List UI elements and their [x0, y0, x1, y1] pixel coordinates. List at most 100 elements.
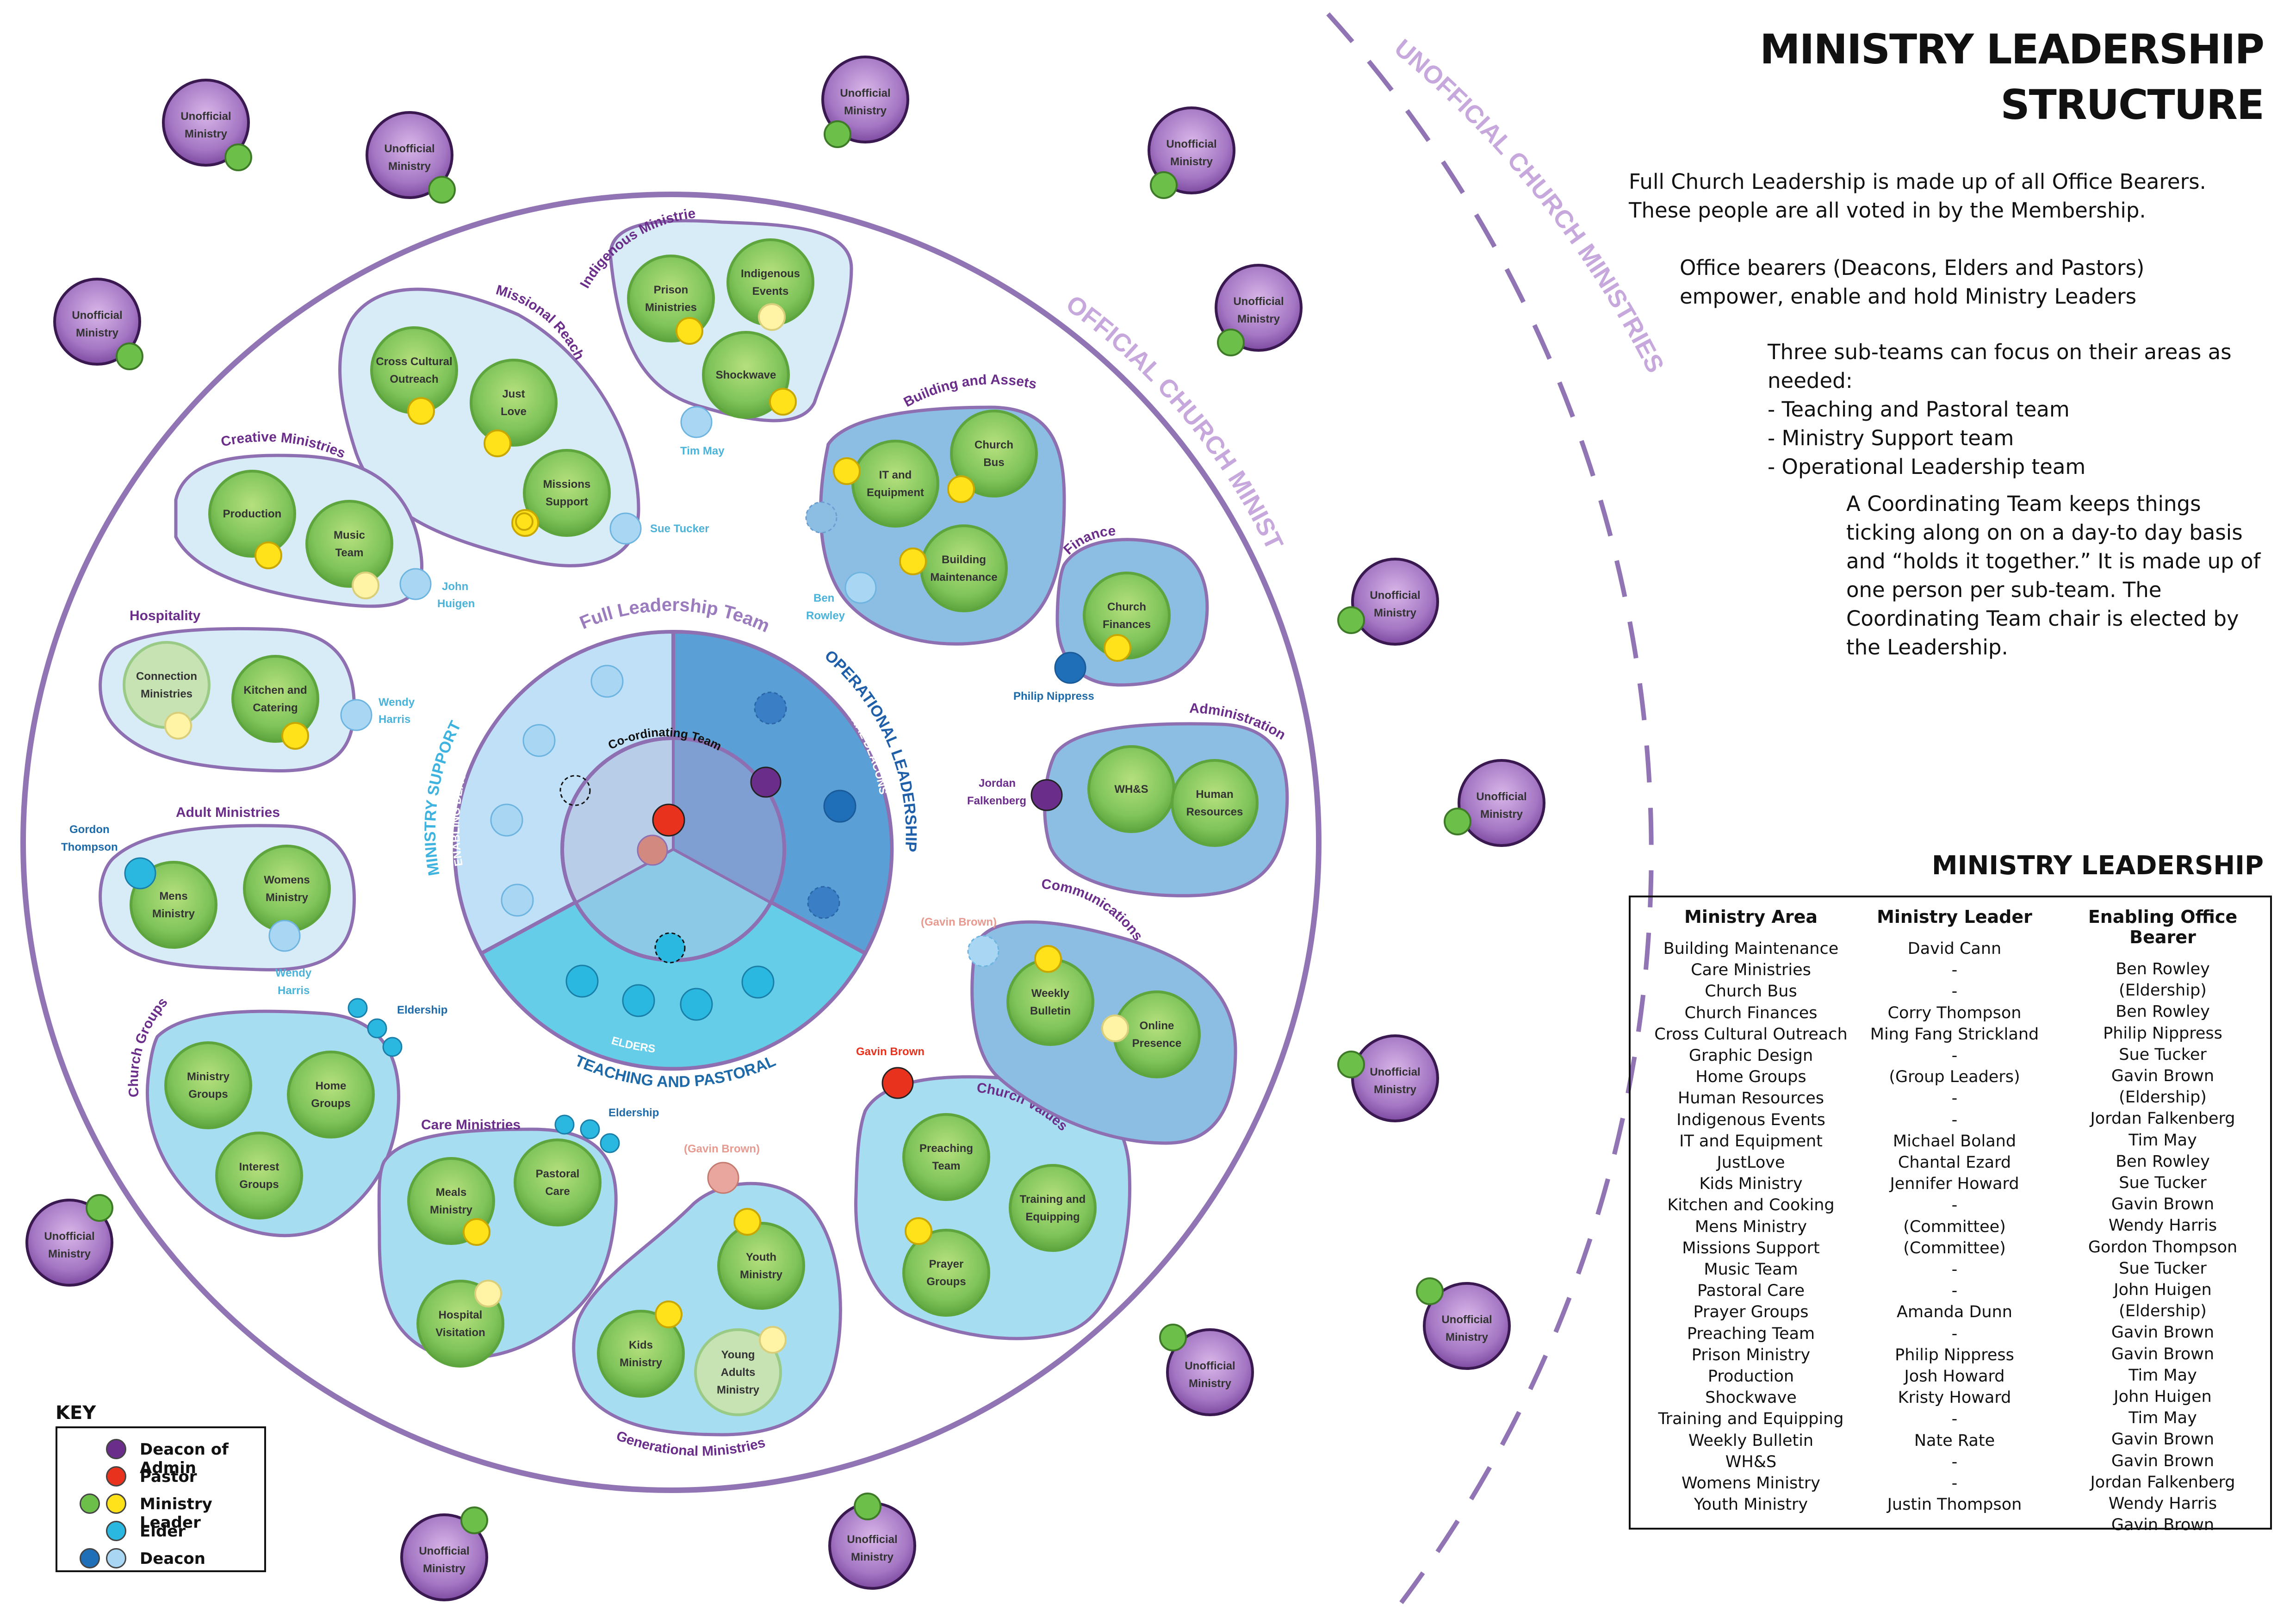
legend-swatch — [80, 1493, 100, 1514]
ministry-leader-badge — [733, 1208, 761, 1236]
table-cell: Jordan Falkenberg — [2090, 1473, 2235, 1492]
person-eldership-1: Eldership — [397, 1004, 447, 1016]
elder-marker-timmay — [680, 406, 713, 438]
page-title-line2: STRUCTURE — [2000, 81, 2265, 129]
table-cell: Sue Tucker — [2119, 1174, 2207, 1193]
table-cell: - — [1951, 1452, 1958, 1471]
table-cell: Sue Tucker — [2119, 1045, 2207, 1064]
ministry-label: WH&S — [1114, 783, 1148, 796]
table-cell: Kids Ministry — [1699, 1175, 1803, 1194]
ministry-leader-badge — [758, 303, 786, 331]
deacon-marker-ben-faded — [805, 501, 838, 534]
person-tim-may: Tim May — [680, 445, 725, 457]
ministry-leader-badge — [824, 120, 851, 148]
deacon-of-admin-seat — [750, 766, 782, 798]
deacon-marker-ben — [844, 572, 877, 604]
table-cell: JustLove — [1717, 1153, 1785, 1172]
ministry-production: Production — [208, 470, 296, 569]
ministry-leader-badge — [352, 572, 379, 599]
column-header: Ministry Area — [1684, 907, 1818, 927]
coord-support-seat — [559, 775, 591, 806]
table-cell: - — [1951, 982, 1958, 1001]
ministry-leader-badge — [428, 176, 456, 204]
deacon-marker-suetucker — [609, 512, 642, 545]
table-cell: Human Resources — [1677, 1089, 1824, 1108]
table-cell: Pastoral Care — [1697, 1282, 1805, 1300]
sub-team-operational: - Operational Leadership team — [1768, 454, 2086, 479]
legend-item: Pastor — [57, 1465, 264, 1488]
person-gavin-brown: Gavin Brown — [856, 1045, 925, 1058]
pastor-marker-gavin — [881, 1067, 914, 1099]
table-cell: - — [1951, 1260, 1958, 1279]
table-cell: Tim May — [2128, 1409, 2197, 1428]
table-cell: Weekly Bulletin — [1688, 1431, 1814, 1450]
ministry-leader-badge — [833, 457, 861, 485]
ministry-leader-badge — [1337, 1051, 1365, 1078]
legend-item: Deacon — [57, 1547, 264, 1570]
column-header: Enabling Office Bearer — [2088, 907, 2238, 947]
ministry-leader-badge — [1101, 1014, 1129, 1042]
legend-swatch — [106, 1439, 126, 1459]
ministry-leader-badge — [116, 342, 143, 370]
table-cell: Gavin Brown — [2111, 1195, 2215, 1214]
legend-label: Deacon of Admin — [140, 1440, 229, 1477]
table-cell: Josh Howard — [1904, 1367, 2005, 1386]
ministry-leader-badge — [254, 541, 282, 569]
table-cell: Tim May — [2128, 1366, 2197, 1385]
person-philip-nippress: Philip Nippress — [1013, 690, 1094, 703]
ministry-leader-badge — [655, 1300, 683, 1328]
table-cell: Corry Thompson — [1887, 1003, 2022, 1022]
table-cell: Shockwave — [1705, 1388, 1797, 1407]
table-cell: Gavin Brown — [2111, 1344, 2215, 1363]
table-cell: Gordon Thompson — [2088, 1238, 2238, 1257]
table-cell: - — [1951, 1282, 1958, 1300]
ministry-leader-badge — [1444, 808, 1471, 835]
table-cell: Church Finances — [1684, 1003, 1818, 1022]
table-cell: - — [1951, 1196, 1958, 1215]
table-cell: Tim May — [2128, 1131, 2197, 1150]
ministry-leader-badge — [1150, 171, 1178, 199]
table-cell: Indigenous Events — [1676, 1110, 1825, 1129]
table-cell: Gavin Brown — [2111, 1430, 2215, 1449]
table-cell: John Huigen — [2114, 1388, 2212, 1406]
legend-swatch — [106, 1548, 126, 1568]
table-cell: Ben Rowley — [2116, 1002, 2210, 1021]
table-cell: - — [1951, 1474, 1958, 1493]
table-cell: Chantal Ezard — [1898, 1153, 2011, 1172]
